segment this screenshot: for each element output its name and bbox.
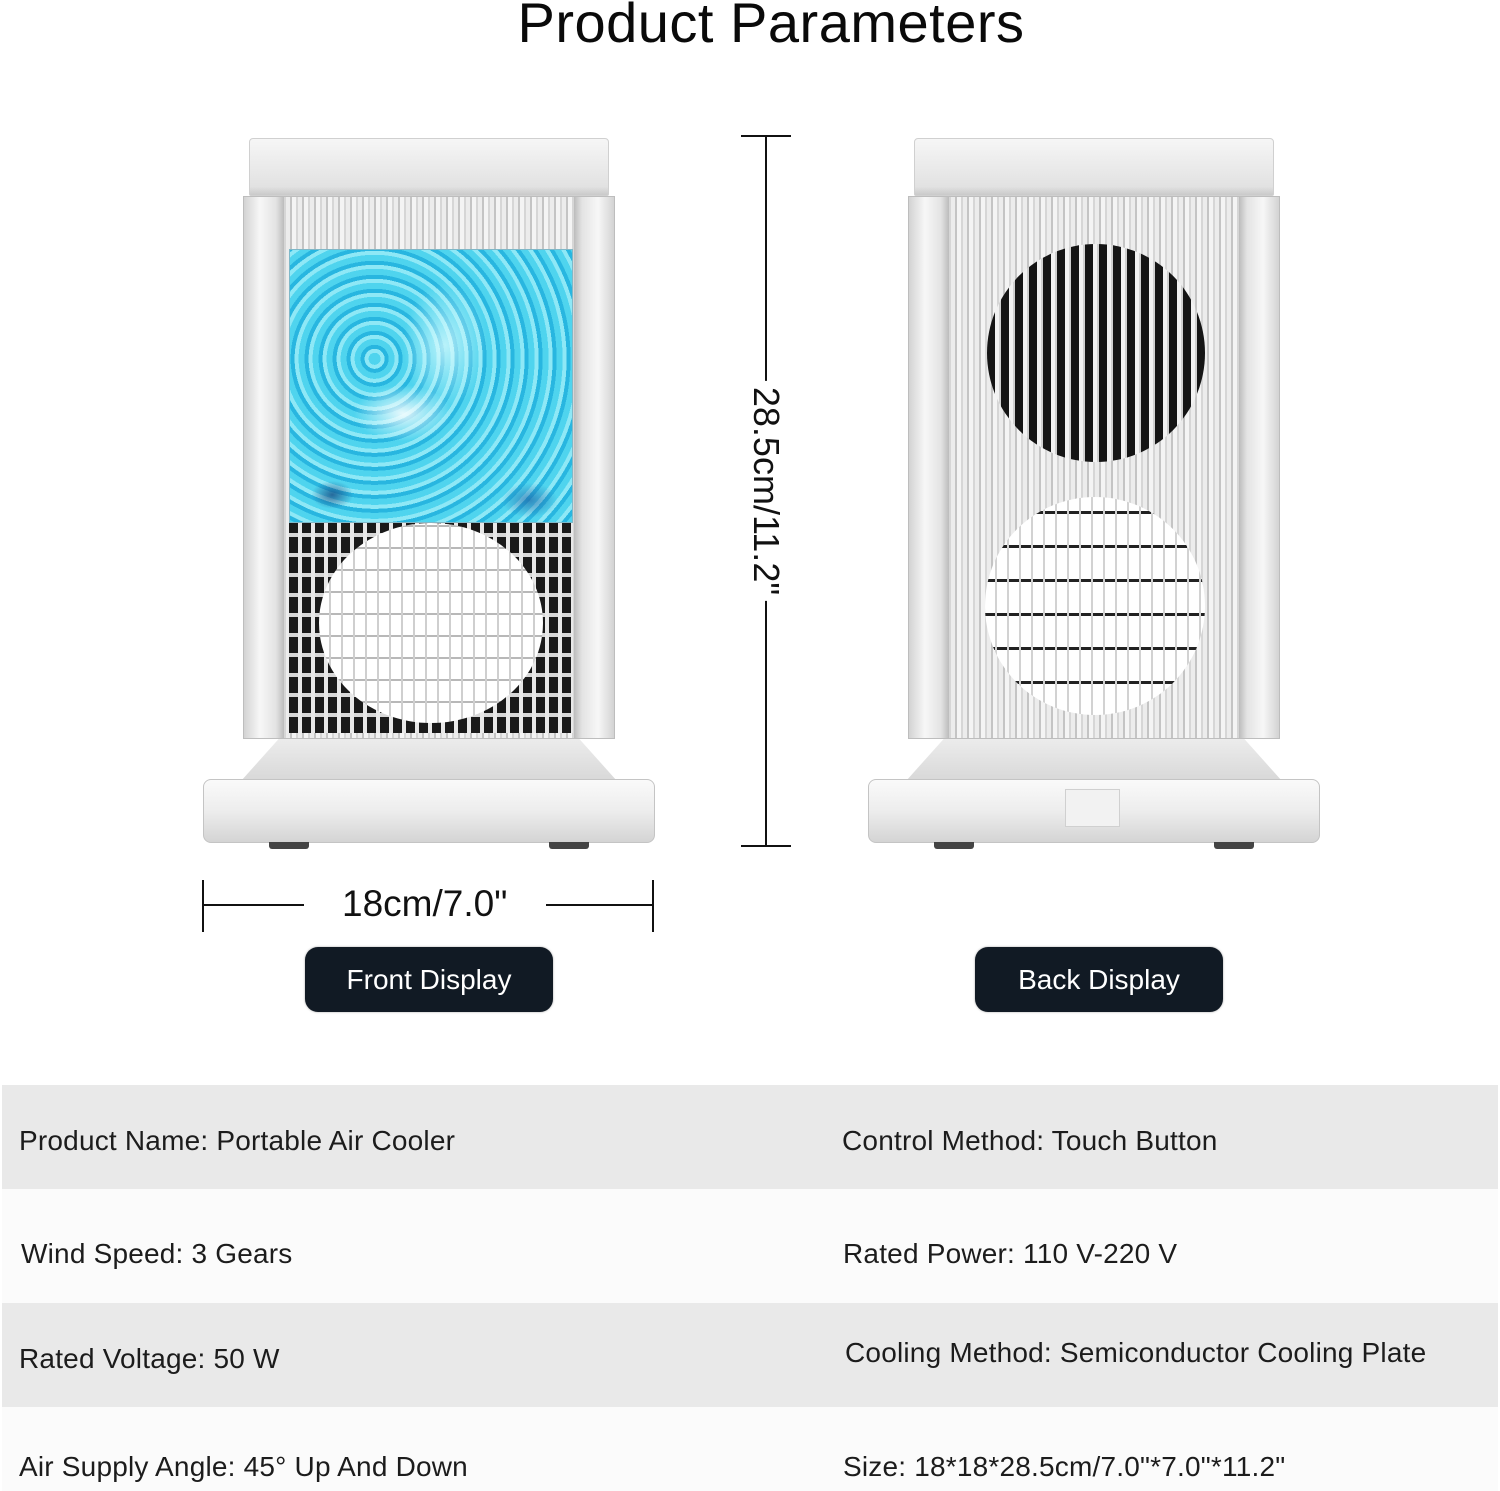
param-size: Size: 18*18*28.5cm/7.0"*7.0"*11.2" [843, 1451, 1286, 1482]
width-dimension: 18cm/7.0" [202, 880, 654, 932]
air-intake-vent-icon [987, 244, 1205, 462]
device-top-cover [249, 138, 609, 196]
device-body [908, 196, 1280, 739]
param-cooling-method: Cooling Method: Semiconductor Cooling Pl… [845, 1337, 1427, 1368]
param-product-name: Product Name: Portable Air Cooler [19, 1125, 456, 1156]
table-row: Product Name: Portable Air Cooler Contro… [2, 1085, 1498, 1189]
height-dimension: 28.5cm/11.2" [741, 135, 791, 847]
table-row: Rated Voltage: 50 W Cooling Method: Semi… [2, 1303, 1498, 1407]
back-display-label: Back Display [975, 947, 1223, 1012]
param-control-method: Control Method: Touch Button [842, 1125, 1218, 1156]
front-view-illustration [203, 138, 655, 850]
param-rated-voltage: Rated Voltage: 50 W [19, 1343, 280, 1374]
power-port [1065, 789, 1120, 827]
param-rated-power: Rated Power: 110 V-220 V [843, 1238, 1178, 1269]
fan-icon [985, 497, 1205, 715]
width-dimension-label: 18cm/7.0" [342, 883, 508, 924]
device-body [243, 196, 615, 739]
table-row: Wind Speed: 3 Gears Rated Power: 110 V-2… [2, 1189, 1498, 1303]
parameters-table: Product Name: Portable Air Cooler Contro… [2, 1085, 1498, 1491]
back-view-illustration [868, 138, 1320, 850]
front-display-label: Front Display [305, 947, 553, 1012]
page-title: Product Parameters [517, 0, 1025, 54]
device-base [203, 779, 655, 843]
fan-icon [319, 523, 543, 723]
table-row: Air Supply Angle: 45° Up And Down Size: … [2, 1407, 1498, 1491]
param-wind-speed: Wind Speed: 3 Gears [21, 1238, 293, 1269]
water-tank-window [289, 249, 573, 523]
height-dimension-label: 28.5cm/11.2" [745, 380, 787, 602]
device-top-cover [914, 138, 1274, 196]
front-air-grille [289, 523, 573, 733]
param-air-supply-angle: Air Supply Angle: 45° Up And Down [19, 1451, 468, 1482]
